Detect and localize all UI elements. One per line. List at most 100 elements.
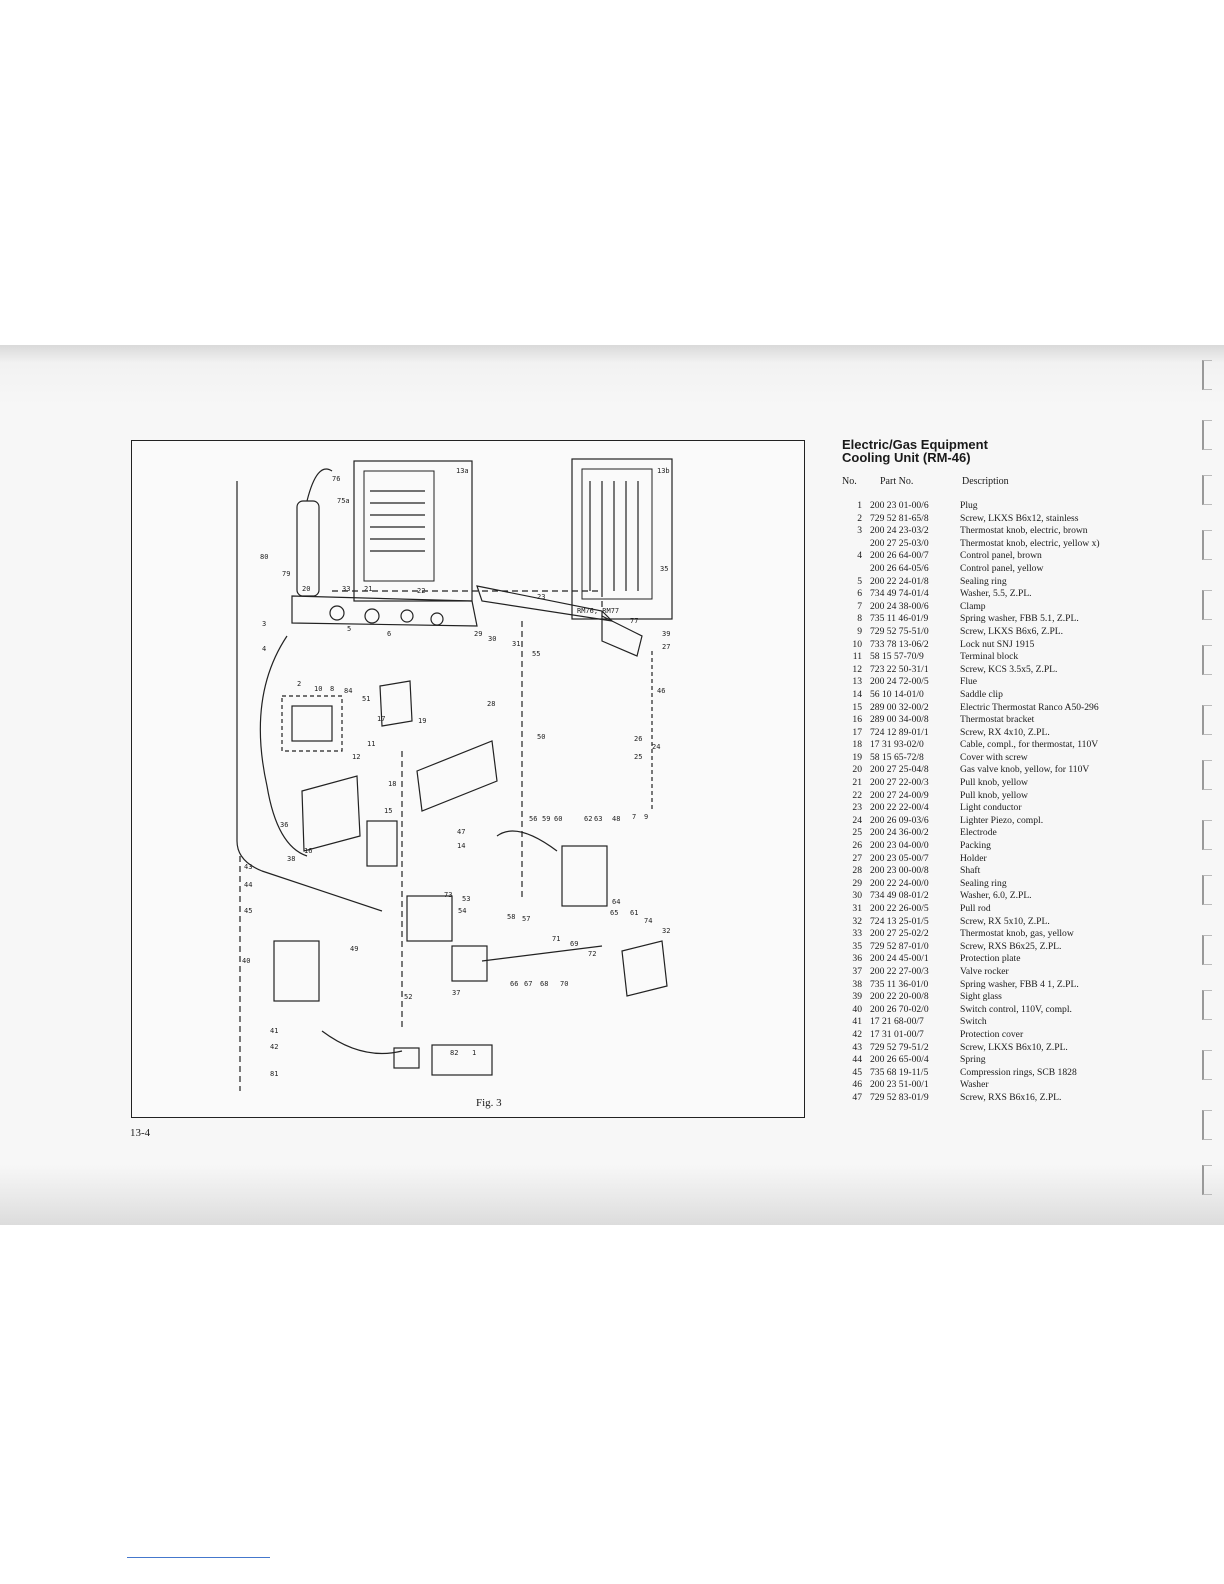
part-number: 200 26 64-00/7 xyxy=(870,550,929,562)
piezo-lighter xyxy=(601,615,643,657)
part-number: 729 52 79-51/2 xyxy=(870,1041,929,1053)
part-description: Sight glass xyxy=(960,991,1002,1003)
svg-text:31: 31 xyxy=(512,640,520,648)
protection-box xyxy=(621,940,668,997)
index-tab xyxy=(1202,420,1212,450)
svg-text:13b: 13b xyxy=(657,467,670,475)
part-number-index: 24 xyxy=(852,814,862,826)
svg-text:24: 24 xyxy=(652,743,660,751)
svg-text:68: 68 xyxy=(540,980,548,988)
svg-text:57: 57 xyxy=(522,915,530,923)
svg-text:45: 45 xyxy=(244,907,252,915)
part-description: Thermostat knob, gas, yellow xyxy=(960,928,1074,940)
heading-line-2: Cooling Unit (RM-46) xyxy=(842,450,971,465)
part-number-index: 3 xyxy=(857,525,862,537)
protection-cover xyxy=(393,1047,420,1069)
part-number-index: 28 xyxy=(852,865,862,877)
valve-rocker-housing xyxy=(451,945,488,982)
svg-text:35: 35 xyxy=(660,565,668,573)
part-description: Valve rocker xyxy=(960,965,1009,977)
index-tab xyxy=(1202,820,1212,850)
part-number: 200 22 27-00/3 xyxy=(870,965,929,977)
power-cable xyxy=(259,635,308,857)
part-description: Compression rings, SCB 1828 xyxy=(960,1066,1077,1078)
part-number: 200 26 64-05/6 xyxy=(870,562,929,574)
svg-text:16: 16 xyxy=(304,847,312,855)
part-number-index: 42 xyxy=(852,1028,862,1040)
part-number: 735 11 46-01/9 xyxy=(870,613,929,625)
index-tab xyxy=(1202,875,1212,905)
svg-text:65: 65 xyxy=(610,909,618,917)
part-number: 723 22 50-31/1 xyxy=(870,663,929,675)
part-number: 734 49 74-01/4 xyxy=(870,588,929,600)
svg-text:61: 61 xyxy=(630,909,638,917)
svg-text:1: 1 xyxy=(472,1049,476,1057)
part-number: 200 22 20-00/8 xyxy=(870,991,929,1003)
index-tab xyxy=(1202,475,1212,505)
svg-text:71: 71 xyxy=(552,935,560,943)
svg-text:79: 79 xyxy=(282,570,290,578)
svg-text:42: 42 xyxy=(270,1043,278,1051)
part-number: 724 13 25-01/5 xyxy=(870,915,929,927)
svg-text:63: 63 xyxy=(594,815,602,823)
index-tab xyxy=(1202,645,1212,675)
svg-text:41: 41 xyxy=(270,1027,278,1035)
svg-text:13a: 13a xyxy=(456,467,469,475)
svg-text:54: 54 xyxy=(458,907,466,915)
svg-text:7: 7 xyxy=(632,813,636,821)
part-description: Gas valve knob, yellow, for 110V xyxy=(960,764,1090,776)
svg-text:11: 11 xyxy=(367,740,375,748)
part-number-index: 38 xyxy=(852,978,862,990)
part-number: 200 26 70-02/0 xyxy=(870,1003,929,1015)
part-number: 729 52 81-65/8 xyxy=(870,512,929,524)
svg-text:66: 66 xyxy=(510,980,518,988)
index-tab xyxy=(1202,760,1212,790)
part-number: 729 52 75-51/0 xyxy=(870,625,929,637)
part-description: Cover with screw xyxy=(960,751,1028,763)
part-description: Clamp xyxy=(960,600,986,612)
exploded-parts-diagram: 13a 13b RM76, RM77 80 79 20 33 21 22 23 … xyxy=(236,458,673,1091)
part-number-index: 8 xyxy=(857,613,862,625)
svg-text:60: 60 xyxy=(554,815,562,823)
svg-text:36: 36 xyxy=(280,821,288,829)
part-number: 17 21 68-00/7 xyxy=(870,1016,924,1028)
svg-text:74: 74 xyxy=(644,917,652,925)
part-description: Pull rod xyxy=(960,903,991,914)
svg-text:15: 15 xyxy=(384,807,392,815)
svg-text:32: 32 xyxy=(662,927,670,935)
footer-rule xyxy=(127,1557,270,1558)
part-number-index: 4 xyxy=(857,550,862,562)
part-number: 17 31 01-00/7 xyxy=(870,1028,924,1040)
part-number-index: 27 xyxy=(852,852,862,864)
part-number-index: 40 xyxy=(852,1003,862,1015)
part-number: 200 23 00-00/8 xyxy=(870,865,929,877)
part-number-index: 22 xyxy=(852,789,862,801)
part-number: 200 24 72-00/5 xyxy=(870,676,929,688)
svg-text:26: 26 xyxy=(634,735,642,743)
protection-plate xyxy=(301,775,361,852)
svg-text:9: 9 xyxy=(644,813,648,821)
svg-text:51: 51 xyxy=(362,695,370,703)
part-number-index: 21 xyxy=(852,777,862,789)
part-number-index: 7 xyxy=(857,600,862,612)
cover-with-screw xyxy=(379,680,413,727)
part-description: Saddle clip xyxy=(960,688,1003,700)
part-number: 735 11 36-01/0 xyxy=(870,978,929,990)
svg-text:53: 53 xyxy=(462,895,470,903)
part-number-index: 23 xyxy=(852,802,862,814)
